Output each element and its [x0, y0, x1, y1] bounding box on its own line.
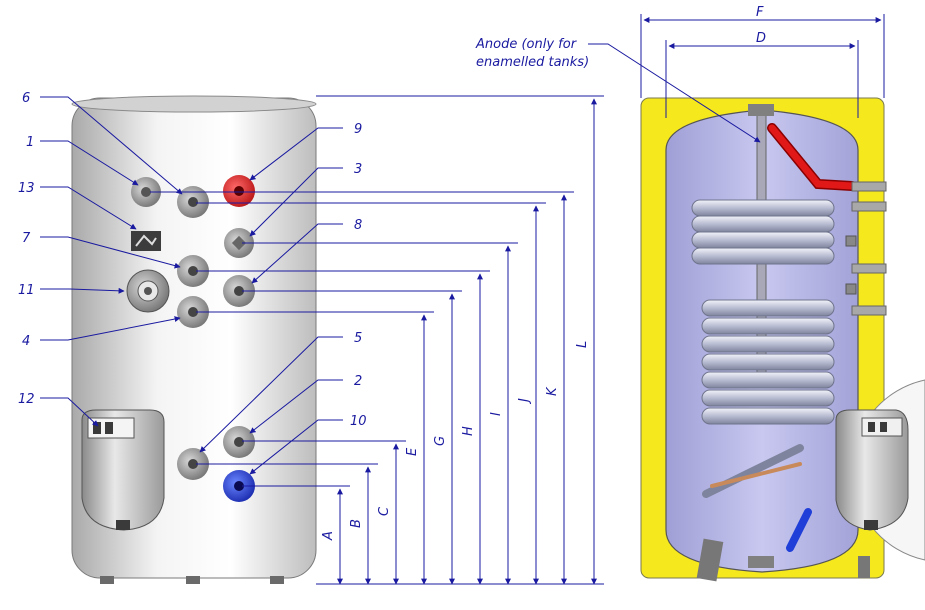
port-7: [177, 255, 209, 287]
upper-heat-exchanger-coil: [691, 199, 835, 265]
dim-label-b: B: [349, 519, 364, 528]
hot-water-pipe: [768, 124, 856, 190]
dimension-labels: A B C E G H I J K L F D: [321, 5, 766, 541]
port-8: [223, 275, 255, 307]
dim-label-l: L: [575, 341, 590, 348]
callout-10: 10: [350, 414, 367, 429]
callout-2: 2: [354, 374, 362, 389]
control-panel-icon: [81, 409, 165, 531]
drain-cap: [748, 556, 774, 568]
leg: [696, 538, 724, 582]
dim-label-a: A: [321, 531, 336, 541]
tank-foot: [186, 576, 200, 584]
anode-note-line1: Anode (only for: [475, 37, 578, 52]
dim-label-j: J: [517, 398, 532, 405]
dim-label-i: I: [489, 412, 504, 416]
callout-11: 11: [18, 283, 35, 298]
cold-water-pipe: [786, 508, 812, 552]
callout-leaders: [40, 43, 761, 475]
callout-12: 12: [18, 392, 35, 407]
tank-top: [71, 95, 317, 113]
leg: [858, 556, 870, 578]
magnified-control-panel: [835, 379, 925, 561]
anode-cap: [748, 104, 774, 116]
dim-label-d: D: [756, 31, 766, 46]
dimension-lines: [337, 17, 882, 585]
dimension-extension-lines: [150, 14, 885, 585]
dim-label-h: H: [461, 426, 476, 436]
dim-label-c: C: [377, 506, 392, 516]
pressure-gauge-icon: [126, 269, 170, 313]
callout-5: 5: [354, 331, 362, 346]
tank-section-view: [640, 97, 925, 582]
port-4: [177, 296, 209, 328]
port-10-cold: [223, 470, 255, 502]
callout-6: 6: [22, 91, 30, 106]
port-6: [177, 186, 209, 218]
anode-note-line2: enamelled tanks): [476, 55, 589, 70]
tank-foot: [270, 576, 284, 584]
electric-heating-element: [702, 444, 804, 498]
callout-7: 7: [22, 231, 31, 246]
callout-labels: 6 1 13 7 11 4 12 9 3 8 5 2 10 Anode (onl…: [18, 37, 589, 429]
port-9-hot: [223, 175, 255, 207]
port-3: [224, 228, 254, 258]
dim-label-g: G: [433, 436, 448, 446]
port-2: [223, 426, 255, 458]
callout-3: 3: [354, 162, 362, 177]
callout-4: 4: [22, 334, 30, 349]
callout-1: 1: [26, 135, 34, 150]
dim-label-f: F: [756, 5, 764, 20]
lower-heat-exchanger-coil: [701, 299, 835, 425]
tank-exterior-view: [71, 95, 317, 584]
thermostat-box-icon: [131, 231, 161, 251]
callout-8: 8: [354, 218, 362, 233]
callout-9: 9: [354, 122, 362, 137]
callout-13: 13: [18, 181, 35, 196]
port-5: [177, 448, 209, 480]
side-connectors: [845, 181, 887, 316]
tank-foot: [100, 576, 114, 584]
dim-label-e: E: [405, 447, 420, 456]
dim-label-k: K: [545, 386, 560, 396]
